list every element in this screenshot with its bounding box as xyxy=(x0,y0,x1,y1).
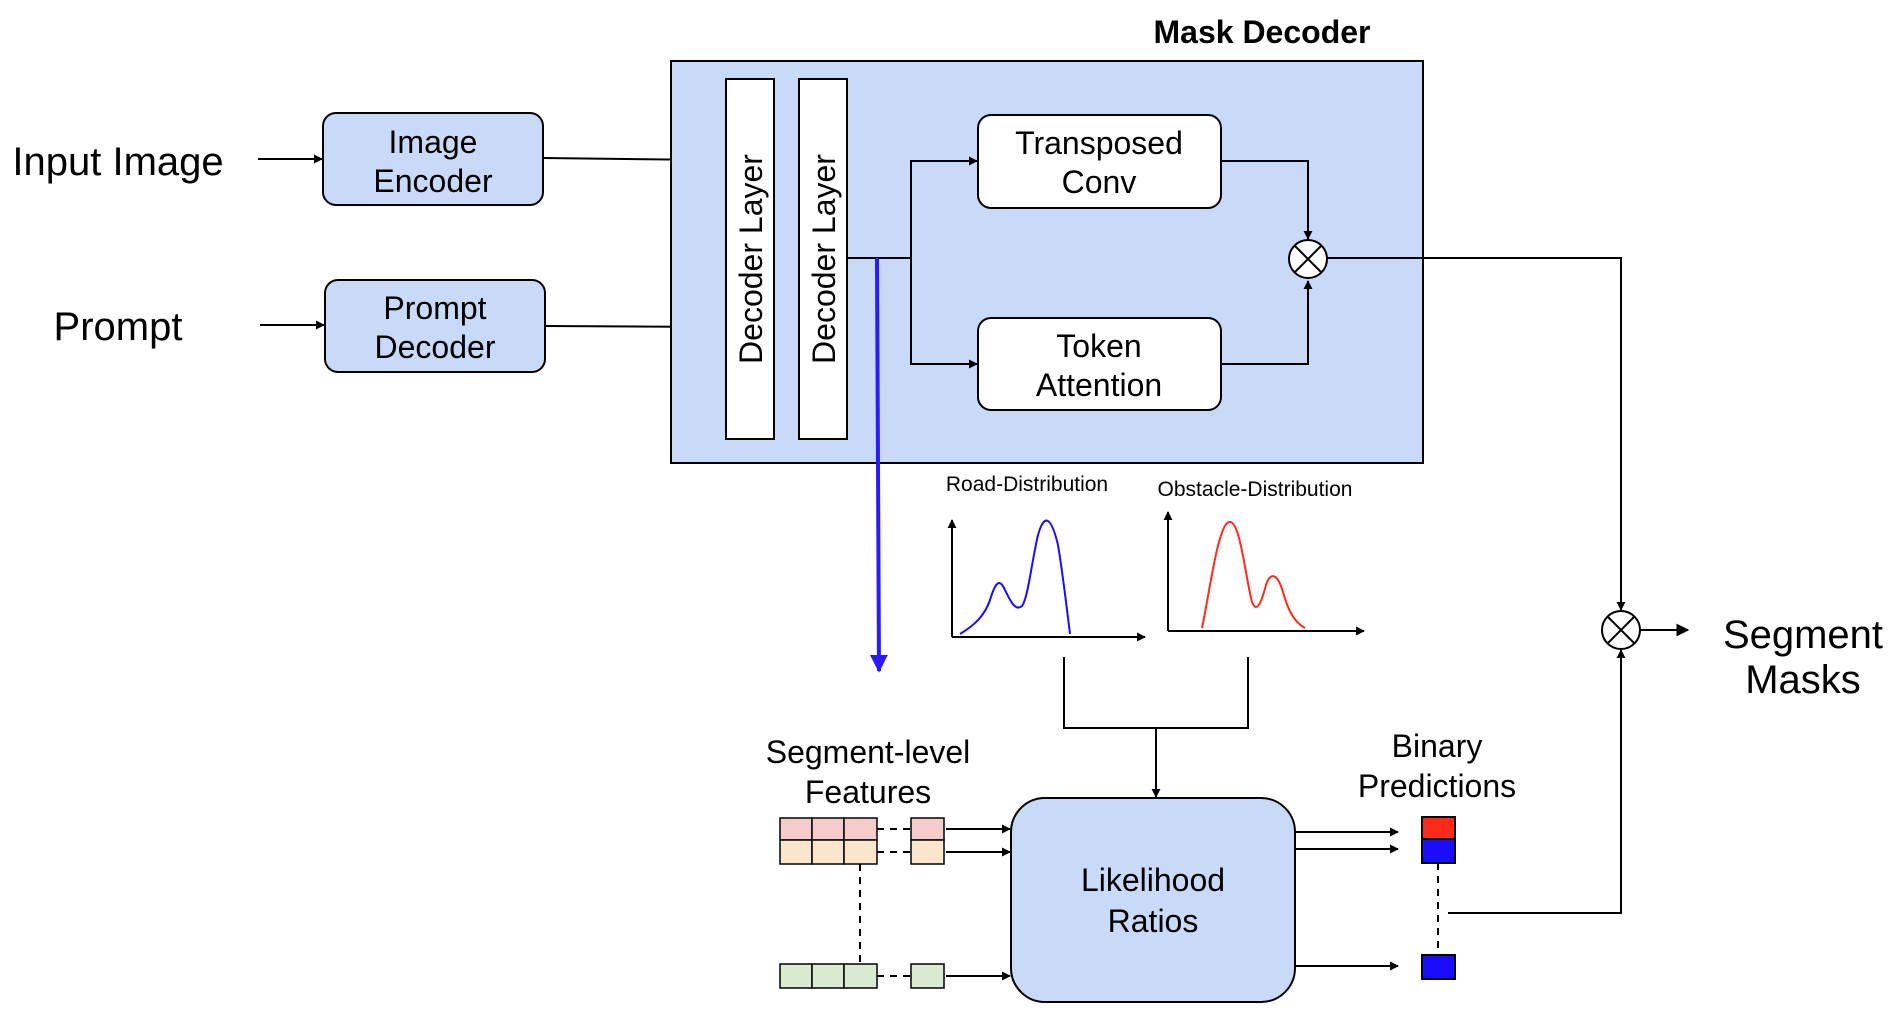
segment-features-label: Segment-level xyxy=(766,734,971,770)
decoder-layer-2-label: Decoder Layer xyxy=(806,154,842,364)
prompt-decoder-label: Prompt xyxy=(383,290,486,326)
transposed-conv-label: Conv xyxy=(1062,164,1137,200)
likelihood-ratios-label: Ratios xyxy=(1108,903,1199,939)
binary-predictions-label: Predictions xyxy=(1358,768,1516,804)
token-attention-label: Attention xyxy=(1036,367,1162,403)
road-distribution-curve xyxy=(959,519,1071,635)
multiply-icon-output xyxy=(1601,610,1641,650)
obstacle-distribution-plot xyxy=(1163,511,1365,636)
token-attention-label: Token xyxy=(1056,328,1141,364)
obstacle-distribution-curve xyxy=(1201,521,1306,629)
arrow-transposed-conv-to-multiply xyxy=(1221,160,1313,240)
binary-pred-blue xyxy=(1421,838,1456,864)
prompt-label: Prompt xyxy=(54,305,183,349)
binary-pred-red xyxy=(1421,816,1456,840)
decoder-layer-1-label: Decoder Layer xyxy=(733,154,769,364)
feature-row-2 xyxy=(779,839,945,865)
road-distribution-plot xyxy=(947,519,1146,642)
decoder-layer-1-box xyxy=(725,78,775,440)
mask-decoder-title: Mask Decoder xyxy=(1154,14,1371,50)
prompt-decoder-label: Decoder xyxy=(375,329,496,365)
image-encoder-label: Encoder xyxy=(373,163,493,199)
segment-feature-arrow xyxy=(869,257,888,673)
multiply-icon xyxy=(1288,239,1328,279)
likelihood-ratios-label: Likelihood xyxy=(1081,862,1225,898)
obstacle-distribution-title: Obstacle-Distribution xyxy=(1158,478,1353,501)
feature-row-n xyxy=(779,963,945,989)
image-encoder-label: Image xyxy=(389,124,478,160)
segment-features-label: Features xyxy=(805,774,931,810)
arrow-multiply-to-output-multiply xyxy=(1327,257,1626,611)
decoder-layer-2-box xyxy=(798,78,848,440)
feature-row-1 xyxy=(779,817,945,841)
road-distribution-title: Road-Distribution xyxy=(946,473,1108,496)
binary-predictions-label: Binary xyxy=(1392,728,1483,764)
connector-distributions-merge xyxy=(1063,657,1249,729)
input-image-label: Input Image xyxy=(12,140,223,184)
segment-masks-label: Masks xyxy=(1745,658,1861,702)
arrow-to-token-attention xyxy=(910,258,978,369)
binary-pred-blue-n xyxy=(1421,954,1456,980)
arrow-predictions-to-output-multiply xyxy=(1448,649,1626,914)
transposed-conv-label: Transposed xyxy=(1015,125,1183,161)
arrow-token-attention-to-multiply xyxy=(1221,280,1313,365)
likelihood-ratios-box xyxy=(1010,797,1296,1003)
segment-masks-label: Segment xyxy=(1723,613,1883,657)
